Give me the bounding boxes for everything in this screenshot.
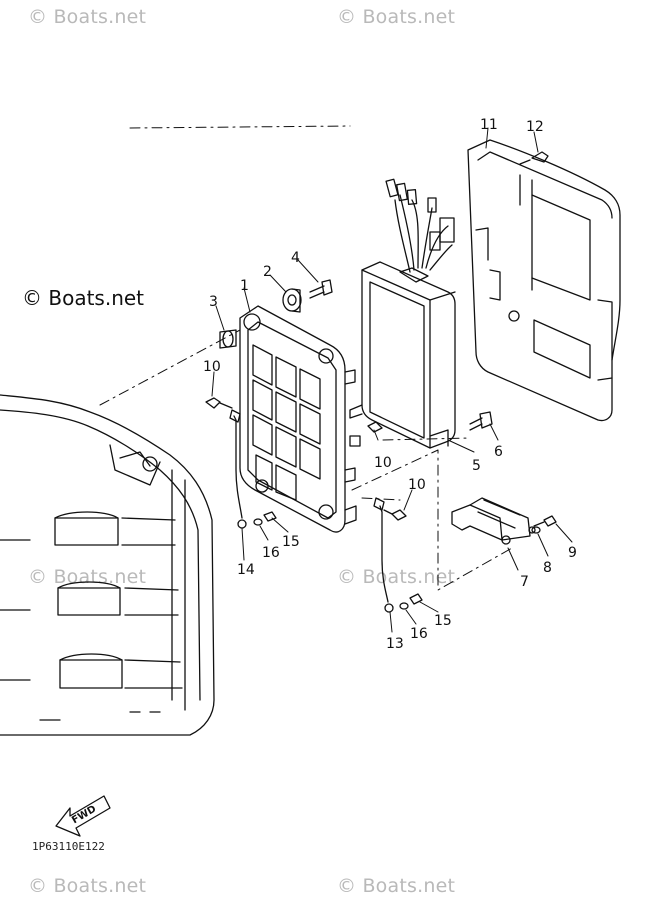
bracket-7 xyxy=(451,497,536,545)
callout-15b: 15 xyxy=(434,613,452,629)
screw-15a xyxy=(263,511,277,522)
engine-block xyxy=(0,394,215,736)
callout-1: 1 xyxy=(240,278,249,294)
callout-4: 4 xyxy=(291,250,300,266)
watermark-bottom-left: © Boats.net xyxy=(28,875,147,897)
diagram-code: 1P63110E122 xyxy=(32,840,105,853)
screw-10a xyxy=(205,397,233,409)
callout-10a: 10 xyxy=(203,359,221,375)
callout-16b: 16 xyxy=(410,626,428,642)
watermark-top-left: © Boats.net xyxy=(28,6,147,28)
callout-10b: 10 xyxy=(374,455,392,471)
bolt-4 xyxy=(309,279,333,299)
callout-13: 13 xyxy=(386,636,404,652)
callout-numbers: 1 2 3 4 5 6 7 8 9 10 10 10 11 12 13 14 1… xyxy=(70,117,577,826)
callout-11: 11 xyxy=(480,117,498,133)
callout-12: 12 xyxy=(526,119,544,135)
screw-10b xyxy=(367,421,383,433)
callout-14: 14 xyxy=(237,562,255,578)
screw-9 xyxy=(533,515,557,527)
washer-8 xyxy=(531,526,541,534)
watermark-top-right: © Boats.net xyxy=(337,6,456,28)
callout-16a: 16 xyxy=(262,545,280,561)
callout-2: 2 xyxy=(263,264,272,280)
callout-15a: 15 xyxy=(282,534,300,550)
copyright-label: © Boats.net xyxy=(22,286,145,310)
bracket-plate xyxy=(239,305,357,533)
collar-3 xyxy=(219,329,237,349)
watermark-mid-left: © Boats.net xyxy=(28,566,147,588)
watermark-bottom-right: © Boats.net xyxy=(337,875,456,897)
screw-15b xyxy=(409,593,423,605)
cover xyxy=(467,139,621,422)
fwd-arrow xyxy=(55,795,111,837)
callout-8: 8 xyxy=(543,560,552,576)
callout-9: 9 xyxy=(568,545,577,561)
bolt-6 xyxy=(469,411,493,431)
washer-16a xyxy=(253,518,263,526)
watermark-mid-right: © Boats.net xyxy=(337,566,456,588)
grommet-2 xyxy=(282,288,302,313)
washer-16b xyxy=(399,602,409,610)
screw-10c xyxy=(383,509,407,521)
lead-wire-13 xyxy=(373,497,394,613)
callout-5: 5 xyxy=(472,458,481,474)
callout-6: 6 xyxy=(494,444,503,460)
bolt-12 xyxy=(519,151,549,165)
lead-wire-14 xyxy=(229,409,247,529)
callout-7: 7 xyxy=(520,574,529,590)
cdi-unit xyxy=(349,178,456,449)
callout-10c: 10 xyxy=(408,477,426,493)
callout-3: 3 xyxy=(209,294,218,310)
